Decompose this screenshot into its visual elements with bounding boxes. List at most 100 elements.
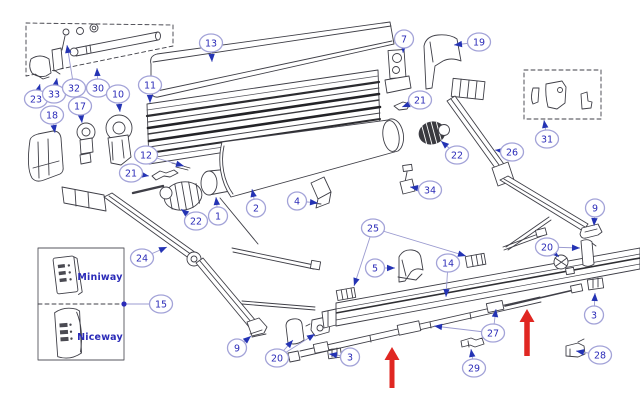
- part-callout-32: 32: [61, 78, 87, 98]
- callout-number: 14: [442, 258, 454, 269]
- callout-number: 9: [592, 203, 598, 214]
- legend-miniway-label: Miniway: [77, 272, 123, 283]
- part-sketch-11-case-profile: [145, 69, 382, 165]
- part-sketch-24-arm-left: [61, 186, 257, 328]
- highlight-arrow-1: [384, 347, 400, 388]
- part-callout-10: 10: [105, 84, 131, 104]
- part-sketch-34-clip: [399, 163, 416, 195]
- leader-arrowhead: [65, 45, 72, 54]
- part-sketch-9-foot-left: [246, 317, 268, 338]
- callout-number: 21: [414, 95, 426, 106]
- callout-number: 9: [234, 343, 240, 354]
- part-callout-21: 21: [118, 163, 144, 183]
- part-callout-19: 19: [466, 32, 492, 52]
- part-sketch-9-foot-right: [579, 223, 603, 247]
- part-callout-28: 28: [587, 345, 613, 365]
- callout-leader-25: [353, 227, 467, 287]
- part-callout-14: 14: [435, 253, 461, 273]
- callout-number: 34: [424, 185, 436, 196]
- callout-number: 12: [140, 150, 152, 161]
- leader-arrowhead: [158, 247, 167, 254]
- leader-arrowhead: [457, 250, 466, 257]
- part-callout-3: 3: [339, 347, 361, 367]
- leader-arrowhead: [77, 114, 85, 123]
- callout-number: 13: [205, 38, 217, 49]
- legend-niceway-label: Niceway: [77, 332, 123, 343]
- part-callout-3: 3: [583, 305, 605, 325]
- leader-arrowhead: [441, 141, 450, 149]
- leader-arrowhead: [52, 78, 59, 87]
- callout-number: 20: [271, 353, 283, 364]
- part-sketch-5-bracket: [397, 249, 424, 283]
- part-sketch-19-cover: [423, 34, 462, 90]
- callout-number: 22: [451, 150, 463, 161]
- part-callout-17: 17: [67, 96, 93, 116]
- callout-number: 3: [347, 352, 353, 363]
- callout-number: 7: [401, 34, 407, 45]
- part-callout-27: 27: [480, 323, 506, 343]
- part-sketch-26-spring-arm: [446, 95, 589, 251]
- callout-number: 26: [506, 147, 518, 158]
- callout-number: 22: [190, 216, 202, 227]
- callout-number: 18: [46, 110, 58, 121]
- part-sketch-22-roller-gear-right: [418, 121, 450, 145]
- part-callout-5: 5: [364, 258, 386, 278]
- leader-arrowhead: [387, 264, 395, 272]
- part-sketch-arm-motor-box: [450, 77, 486, 101]
- leader-arrowhead: [576, 349, 585, 356]
- part-sketch-support-rods: [219, 197, 322, 311]
- leader-arrowhead: [213, 197, 221, 206]
- part-callout-21: 21: [407, 90, 433, 110]
- callout-number: 10: [112, 89, 124, 100]
- leader-arrowhead: [250, 189, 257, 198]
- part-sketch-29-clip: [460, 337, 485, 348]
- part-sketch-2-fabric-roll: [219, 118, 404, 198]
- leader-arrowhead: [309, 199, 318, 206]
- callout-number: 29: [468, 363, 480, 374]
- callout-number: 11: [144, 80, 156, 91]
- leader-arrowhead: [443, 288, 450, 297]
- part-sketch-3-clamp-right: [586, 277, 605, 291]
- part-callout-18: 18: [39, 105, 65, 125]
- part-sketch-13-case-cover: [150, 21, 395, 98]
- callout-number: 24: [136, 253, 148, 264]
- legend-link-dot: [121, 301, 127, 307]
- part-callout-1: 1: [207, 206, 229, 226]
- part-callout-7: 7: [393, 29, 415, 49]
- leader-arrowhead: [434, 323, 443, 331]
- callout-number: 17: [74, 101, 86, 112]
- leader-arrowhead: [50, 124, 57, 133]
- hardware-kit-dashed-box: [25, 22, 174, 77]
- leader-arrowhead: [591, 217, 598, 226]
- part-callout-12: 12: [133, 145, 159, 165]
- part-sketch-27-tension-rafter: [287, 227, 584, 363]
- part-sketch-33-bracket: [51, 47, 64, 75]
- leader-arrowhead: [175, 160, 184, 167]
- part-callout-22: 22: [183, 211, 209, 231]
- part-sketch-22-roller-end-left: [131, 181, 203, 211]
- part-sketch-rings: [76, 23, 99, 35]
- part-sketch-20-cover-left: [285, 318, 305, 345]
- part-sketch-1-tube-end: [200, 168, 231, 196]
- part-sketch-18-housing: [27, 130, 64, 182]
- part-sketch-25-clip-a: [335, 287, 357, 301]
- part-callout-22: 22: [444, 145, 470, 165]
- leader-arrowhead: [242, 336, 251, 344]
- leader-arrowhead: [491, 309, 499, 318]
- leader-arrowhead: [285, 340, 293, 349]
- part-sketch-10-gear-unit: [105, 114, 133, 166]
- callout-number: 1: [215, 211, 221, 222]
- part-sketch-7-bracket-unit: [384, 49, 412, 94]
- part-callout-29: 29: [461, 358, 487, 378]
- part-callout-25: 25: [360, 218, 386, 238]
- callout-number: 30: [92, 83, 104, 94]
- callout-number: 3: [591, 310, 597, 321]
- part-sketch-30-rod: [69, 31, 161, 57]
- leader-arrowhead: [329, 351, 338, 359]
- callout-number: 25: [367, 223, 379, 234]
- part-callout-4: 4: [286, 191, 308, 211]
- part-sketch-20-cover-right: [553, 239, 595, 276]
- callout-number: 27: [487, 328, 499, 339]
